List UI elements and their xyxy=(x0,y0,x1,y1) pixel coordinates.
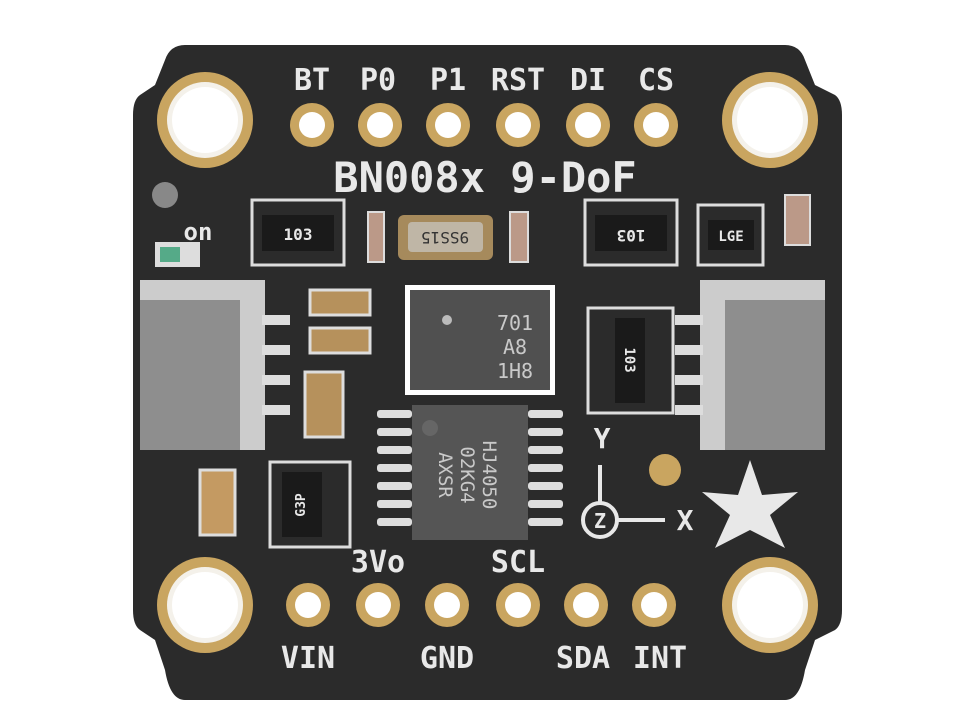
small-ic-marking: LGE xyxy=(718,229,743,245)
chip-marking-line3: 1H8 xyxy=(497,359,533,383)
mounting-holes xyxy=(157,72,818,653)
test-pad xyxy=(649,454,681,486)
pin-label-p0: P0 xyxy=(360,63,396,98)
capacitor xyxy=(367,211,385,263)
resistor-right-marking: 103 xyxy=(617,226,646,245)
adafruit-flower-logo xyxy=(702,460,798,548)
pin-label-sda: SDA xyxy=(556,641,610,676)
pin-label-scl: SCL xyxy=(491,545,545,580)
top-pin-header xyxy=(290,103,678,147)
capacitor xyxy=(784,194,811,246)
pin-label-rst: RST xyxy=(491,63,545,98)
capacitor xyxy=(303,370,345,439)
axis-y-label: Y xyxy=(594,422,611,455)
resistor-network-left: 103 xyxy=(250,198,346,267)
stemma-connector-right xyxy=(675,280,825,450)
capacitor xyxy=(198,468,237,537)
bottom-pin-labels: 3Vo SCL VIN GND SDA INT xyxy=(281,545,687,676)
shifter-marking-line1: HJ4050 xyxy=(478,441,500,510)
pin-label-vin: VIN xyxy=(281,641,335,676)
resistor-network-right: 103 xyxy=(583,198,679,267)
board-title: BN008x 9-DoF xyxy=(333,153,636,202)
capacitor xyxy=(509,211,529,263)
resistor-network-mid: 103 xyxy=(586,306,675,415)
pin-label-bt: BT xyxy=(294,63,330,98)
chip-marking-line2: A8 xyxy=(503,335,527,359)
pin-label-int: INT xyxy=(633,641,687,676)
chip-marking-line1: 701 xyxy=(497,311,533,335)
stemma-connector-left xyxy=(140,280,290,450)
led-lens xyxy=(160,247,180,262)
shifter-marking-line3: AXSR xyxy=(434,452,456,498)
bottom-pin-header xyxy=(286,583,676,627)
top-pin-labels: BT P0 P1 RST DI CS xyxy=(294,63,674,98)
shifter-marking-line2: 02KG4 xyxy=(456,446,478,503)
bno08x-sensor-chip: 701 A8 1H8 xyxy=(405,285,555,395)
pin-label-3vo: 3Vo xyxy=(351,545,405,580)
voltage-regulator: G3P xyxy=(268,460,352,549)
small-ic: LGE xyxy=(696,203,765,267)
led-label: on xyxy=(184,218,213,246)
capacitor xyxy=(308,326,372,355)
pin-label-p1: P1 xyxy=(430,63,466,98)
pin-label-cs: CS xyxy=(638,63,674,98)
capacitor xyxy=(308,288,372,317)
crystal-marking: 9SS15 xyxy=(421,228,469,247)
crystal: 9SS15 xyxy=(398,215,493,260)
regulator-marking: G3P xyxy=(294,493,309,517)
resistor-left-marking: 103 xyxy=(284,225,313,244)
axis-z-label: Z xyxy=(594,509,606,533)
pin-label-di: DI xyxy=(570,63,606,98)
pin-label-gnd: GND xyxy=(420,641,474,676)
led-marker xyxy=(152,182,178,208)
resistor-mid-marking: 103 xyxy=(621,347,637,372)
axis-indicator: Y Z X xyxy=(581,422,694,539)
axis-x-label: X xyxy=(677,504,694,537)
level-shifter-chip: HJ4050 02KG4 AXSR xyxy=(377,405,563,540)
